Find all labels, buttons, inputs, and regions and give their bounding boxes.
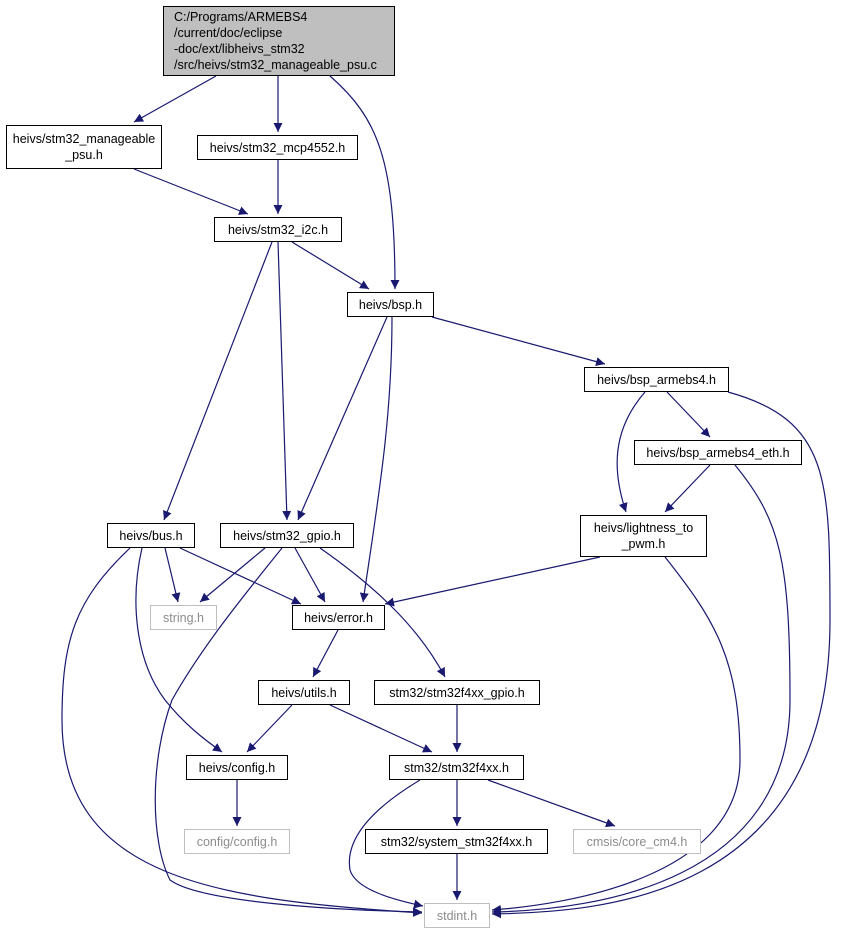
node-label-line: cmsis/core_cm4.h: [586, 834, 688, 849]
node-stm32f4xx-h[interactable]: stm32/stm32f4xx.h: [389, 755, 524, 780]
node-label-line: heivs/bsp_armebs4_eth.h: [646, 445, 790, 460]
node-error-h[interactable]: heivs/error.h: [292, 605, 385, 630]
node-system-stm32f4xx-h[interactable]: stm32/system_stm32f4xx.h: [365, 829, 548, 854]
edge-bsp_h-to-bsp_armebs4_h: [431, 316, 606, 366]
edge-gpio_h-to-stdint_h: [154, 547, 423, 917]
node-label-line: heivs/lightness_to: [593, 521, 694, 535]
edge-utils_h-to-config_h: [246, 704, 293, 753]
node-stm32-mcp4552-h[interactable]: heivs/stm32_mcp4552.h: [197, 135, 358, 160]
node-label-line: heivs/stm32_gpio.h: [233, 528, 341, 543]
edge-i2c_h-to-gpio_h: [277, 241, 292, 521]
node-bsp-h[interactable]: heivs/bsp.h: [347, 292, 434, 317]
node-lightness-to-pwm-h[interactable]: heivs/lightness_to _pwm.h: [580, 515, 707, 557]
node-label-line: _psu.h: [65, 148, 103, 162]
edge-f4xx_h-to-stdint_h: [348, 779, 424, 909]
node-utils-h[interactable]: heivs/utils.h: [258, 680, 350, 705]
edge-gpio_h-to-string_h: [199, 547, 266, 603]
node-label-line: heivs/bsp.h: [358, 297, 423, 312]
edge-i2c_h-to-bsp_h: [291, 241, 370, 290]
node-stm32-manageable-psu-h[interactable]: heivs/stm32_manageable _psu.h: [6, 125, 162, 169]
node-label-line: heivs/stm32_mcp4552.h: [209, 140, 346, 155]
edge-gpio_h-to-error_h: [294, 547, 326, 603]
edge-bus_h-to-config_h: [135, 547, 223, 753]
node-label-line: config/config.h: [196, 834, 278, 849]
node-label-line: heivs/stm32_manageable: [12, 132, 156, 146]
edge-gpio_h-to-f4xx_gpio_h: [319, 547, 446, 678]
edge-lightness_h-to-error_h: [384, 556, 601, 607]
edge-root-to-manageable_psu_h: [133, 75, 217, 123]
node-label-line: heivs/error.h: [304, 610, 373, 625]
node-bsp-armebs4-eth-h[interactable]: heivs/bsp_armebs4_eth.h: [634, 440, 802, 465]
node-label-line: string.h: [163, 610, 204, 625]
edge-lightness_h-to-stdint_h: [491, 556, 741, 914]
edge-i2c_h-to-bus_h: [163, 241, 273, 521]
edge-bsp_armebs4_h-to-lightness_h: [616, 391, 646, 513]
node-bus-h[interactable]: heivs/bus.h: [107, 523, 195, 548]
node-label-line: heivs/utils.h: [271, 685, 337, 700]
edge-bus_h-to-string_h: [164, 547, 181, 603]
node-stm32-gpio-h[interactable]: heivs/stm32_gpio.h: [220, 523, 354, 548]
edge-bsp_armebs4_eth_h-to-stdint_h: [491, 464, 791, 917]
node-config-h[interactable]: heivs/config.h: [186, 755, 288, 780]
node-label-line: /src/heivs/stm32_manageable_psu.c: [174, 58, 377, 72]
node-label-line: /current/doc/eclipse: [174, 26, 283, 40]
node-stm32f4xx-gpio-h[interactable]: stm32/stm32f4xx_gpio.h: [374, 680, 540, 705]
edge-bsp_armebs4_h-to-stdint_h: [491, 391, 831, 919]
node-label-line: stm32/system_stm32f4xx.h: [380, 834, 533, 849]
node-label-line: stm32/stm32f4xx_gpio.h: [389, 685, 525, 700]
edge-error_h-to-utils_h: [312, 629, 339, 678]
node-string-h[interactable]: string.h: [150, 605, 217, 630]
edge-manageable_psu_h-to-i2c_h: [133, 168, 249, 215]
node-label-line: heivs/bsp_armebs4.h: [597, 372, 716, 387]
edge-bsp_h-to-gpio_h: [297, 316, 388, 521]
edge-bsp_armebs4_h-to-bsp_armebs4_eth_h: [666, 391, 711, 438]
node-label-line: stdint.h: [436, 908, 478, 923]
edge-bus_h-to-stdint_h: [61, 547, 423, 917]
node-root-source-file[interactable]: C:/Programs/ARMEBS4 /current/doc/eclipse…: [163, 6, 395, 76]
node-label-line: C:/Programs/ARMEBS4: [174, 10, 308, 24]
edge-bsp_armebs4_eth_h-to-lightness_h: [664, 464, 711, 513]
node-label-line: heivs/config.h: [198, 760, 276, 775]
node-label-line: heivs/stm32_i2c.h: [227, 222, 329, 237]
node-label-line: -doc/ext/libheivs_stm32: [174, 42, 305, 56]
node-stdint-h[interactable]: stdint.h: [424, 903, 490, 928]
edge-bsp_h-to-error_h: [359, 316, 393, 603]
edge-utils_h-to-f4xx_h: [329, 704, 433, 753]
node-stm32-i2c-h[interactable]: heivs/stm32_i2c.h: [214, 217, 342, 242]
edge-root-to-bsp_h: [329, 75, 400, 290]
edge-f4xx_h-to-core_cm4_h: [487, 779, 616, 828]
node-bsp-armebs4-h[interactable]: heivs/bsp_armebs4.h: [584, 367, 729, 392]
node-label-line: heivs/bus.h: [119, 528, 183, 543]
node-config-config-h[interactable]: config/config.h: [184, 829, 290, 854]
node-label-line: stm32/stm32f4xx.h: [404, 760, 509, 775]
node-core-cm4-h[interactable]: cmsis/core_cm4.h: [573, 829, 701, 854]
edge-bus_h-to-error_h: [179, 547, 302, 605]
node-label-line: _pwm.h: [621, 537, 666, 551]
